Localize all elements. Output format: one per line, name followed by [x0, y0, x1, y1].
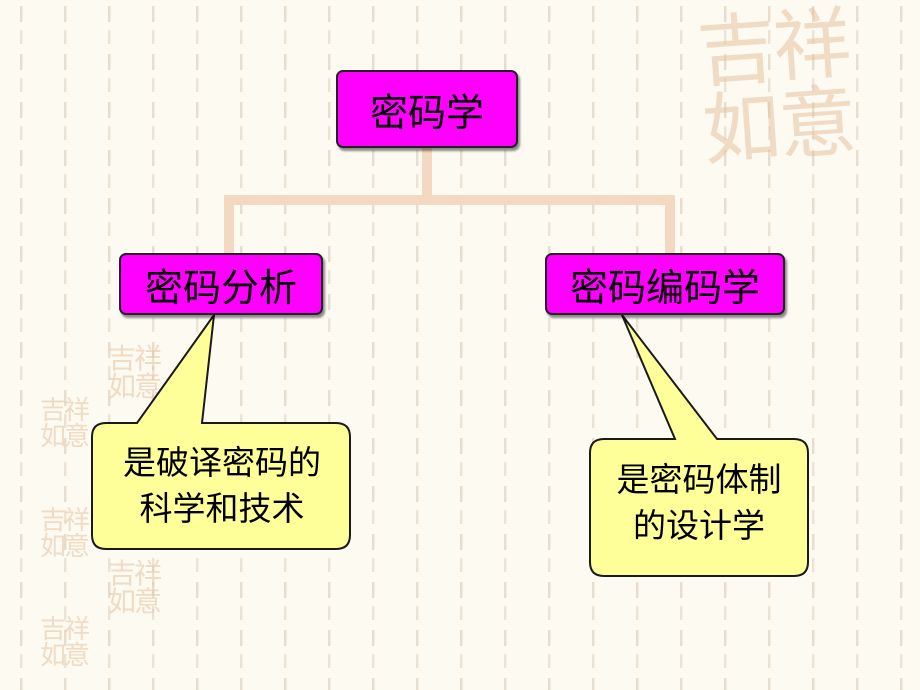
node-cryptology: 密码学 — [336, 70, 518, 148]
node-cryptography: 密码编码学 — [545, 253, 785, 315]
callout-right-shape — [589, 314, 809, 577]
node-label: 密码分析 — [144, 265, 297, 310]
callout-left-shape — [91, 311, 351, 550]
tree-connector — [224, 148, 675, 253]
callout-line: 的设计学 — [633, 506, 765, 545]
seal-decoration: 吉祥如意 — [108, 342, 162, 403]
seal-decoration: 吉祥如意 — [40, 506, 90, 562]
node-label: 密码编码学 — [569, 265, 760, 310]
callout-line: 科学和技术 — [139, 489, 305, 528]
callout-cryptanalysis-definition: 是破译密码的 科学和技术 — [94, 440, 350, 532]
callout-line: 是破译密码的 — [123, 443, 321, 482]
seal-decoration: 吉祥如意 — [40, 396, 90, 452]
seal-decoration: 吉祥如意 — [108, 557, 162, 618]
seal-decoration: 吉祥如意 — [40, 615, 90, 671]
callout-line: 是密码体制 — [616, 460, 782, 499]
node-cryptanalysis: 密码分析 — [119, 253, 323, 315]
node-label: 密码学 — [369, 90, 484, 135]
callout-cryptography-definition: 是密码体制 的设计学 — [590, 457, 808, 549]
